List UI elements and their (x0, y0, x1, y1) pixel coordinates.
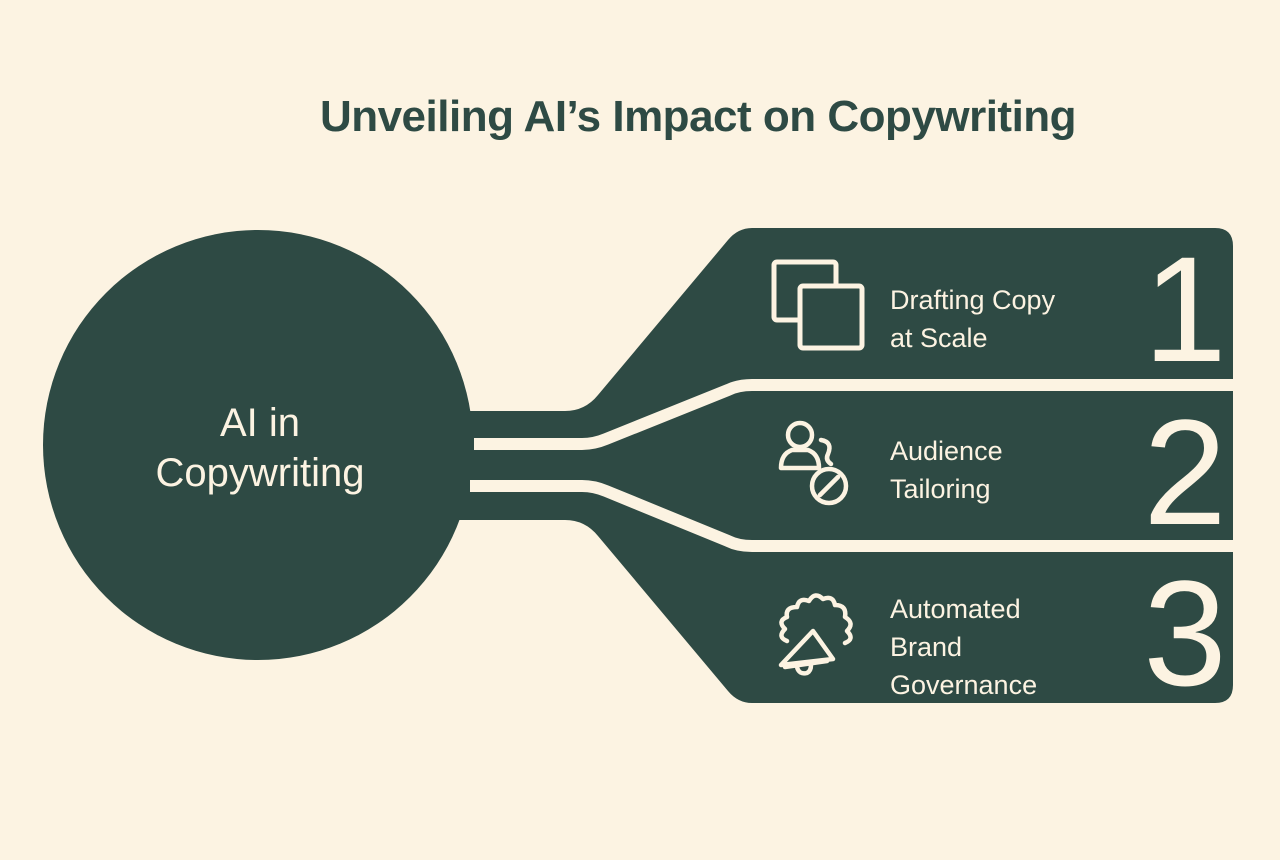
hub-circle (43, 230, 473, 660)
gap-line-upper (474, 379, 1240, 450)
item-1-number: 1 (1143, 225, 1227, 393)
gap-line-lower (470, 480, 1240, 552)
item-1-line2: at Scale (890, 323, 988, 353)
item-3-number: 3 (1143, 549, 1227, 717)
connector-shape (440, 228, 1233, 703)
item-2-label: Audience Tailoring (890, 432, 1110, 508)
hub-label: AI in Copywriting (60, 398, 460, 498)
copy-icon (771, 259, 865, 351)
item-2-line2: Tailoring (890, 474, 991, 504)
item-1-label: Drafting Copy at Scale (890, 281, 1110, 357)
item-2-line1: Audience (890, 436, 1003, 466)
item-3-label: Automated Brand Governance (890, 590, 1110, 704)
audience-block-icon (778, 420, 849, 506)
page-title: Unveiling AI’s Impact on Copywriting (319, 92, 1077, 141)
megaphone-badge-icon (778, 593, 853, 676)
item-3-line2: Brand (890, 632, 963, 662)
hub-label-line2: Copywriting (155, 451, 365, 495)
item-3-line1: Automated (890, 594, 1021, 624)
item-2-number: 2 (1143, 388, 1227, 556)
item-1-line1: Drafting Copy (890, 285, 1056, 315)
item-3-line3: Governance (890, 670, 1038, 700)
hub-label-line1: AI in (219, 401, 301, 445)
